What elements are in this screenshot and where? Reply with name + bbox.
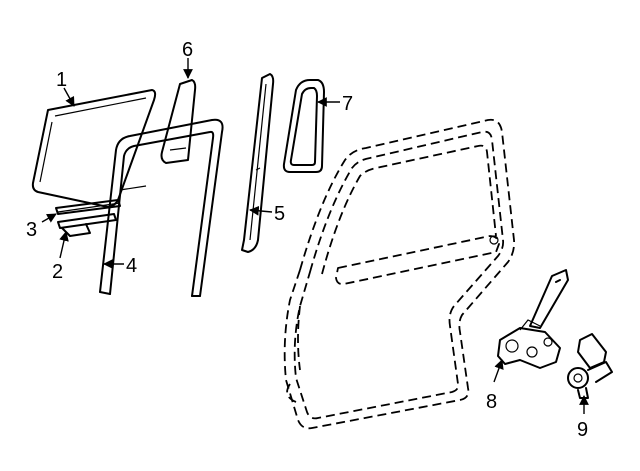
callout-3[interactable]: 3 (26, 219, 37, 241)
callout-1[interactable]: 1 (56, 69, 67, 91)
callout-6[interactable]: 6 (182, 39, 193, 61)
part-6-fixed-glass[interactable] (160, 79, 197, 164)
callout-8[interactable]: 8 (486, 391, 497, 413)
part-9-regulator-motor[interactable] (567, 333, 613, 399)
part-3-belt-weatherstrip[interactable] (55, 199, 121, 215)
part-5-center-channel[interactable] (241, 73, 275, 253)
part-4-glass-run-channel[interactable] (99, 118, 224, 297)
callout-7[interactable]: 7 (342, 93, 353, 115)
callout-2[interactable]: 2 (52, 261, 63, 283)
part-7-quarter-glass[interactable] (282, 79, 325, 173)
leader-2 (59, 231, 69, 259)
door-shell-outline (283, 118, 516, 430)
leader-lines (41, 58, 589, 414)
callout-4[interactable]: 4 (126, 255, 137, 277)
callout-5[interactable]: 5 (274, 203, 285, 225)
leader-8 (493, 359, 504, 383)
callout-9[interactable]: 9 (577, 419, 588, 441)
leader-5 (249, 205, 273, 216)
callout-labels: 1 2 3 4 5 6 7 8 9 (26, 39, 588, 441)
part-1-door-glass[interactable] (31, 89, 157, 208)
part-8-window-regulator[interactable] (497, 269, 569, 369)
leader-3 (41, 213, 57, 223)
leader-1 (63, 87, 75, 107)
